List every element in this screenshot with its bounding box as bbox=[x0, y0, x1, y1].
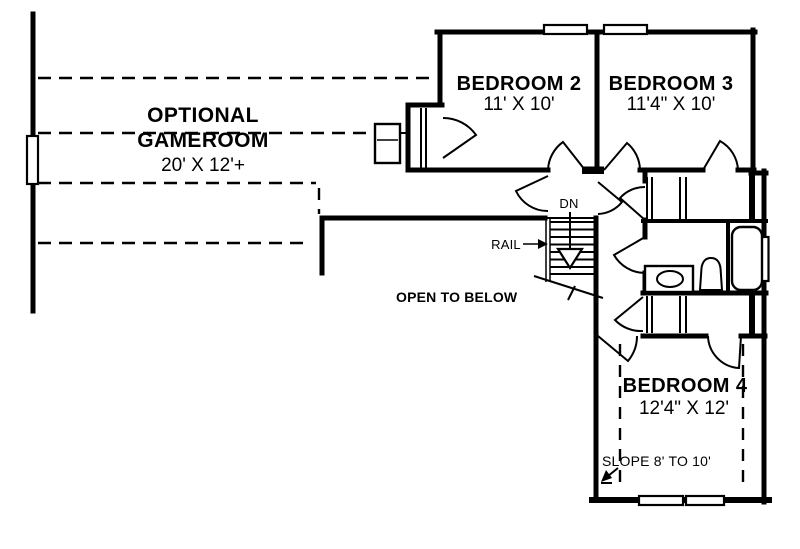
window-gameroom bbox=[25, 134, 40, 186]
wall-rail bbox=[319, 215, 548, 276]
labels: OPTIONAL GAMEROOM 20' X 12'+ BEDROOM 2 1… bbox=[137, 73, 748, 469]
bedroom3-dims: 11'4" X 10' bbox=[627, 94, 716, 115]
door-arc-hall bbox=[597, 181, 624, 215]
window-bed2 bbox=[542, 23, 589, 36]
stair-break-tick bbox=[567, 285, 576, 301]
wall-bed2-closet bbox=[405, 102, 445, 173]
slope-label: SLOPE 8' TO 10' bbox=[602, 453, 711, 469]
door-arc-bath bbox=[612, 236, 646, 274]
toilet bbox=[698, 256, 724, 291]
door-arc-bed4-entry bbox=[597, 335, 639, 363]
rail-label: RAIL bbox=[491, 237, 521, 252]
door-arc-bed3-closet bbox=[702, 139, 739, 171]
chimney-chase bbox=[373, 122, 408, 165]
windows bbox=[25, 23, 770, 507]
staircase bbox=[533, 212, 604, 301]
rail-arrow-head bbox=[538, 239, 548, 249]
door-arc-bed2-closet bbox=[442, 116, 478, 159]
bedroom4-label: BEDROOM 4 bbox=[623, 375, 748, 397]
bed4-slope-dashes bbox=[618, 344, 745, 486]
door-swings bbox=[442, 116, 742, 370]
window-bed4-b bbox=[684, 494, 726, 507]
door-arc-linen-lower bbox=[613, 296, 644, 333]
window-bed3 bbox=[602, 23, 649, 36]
sink bbox=[656, 270, 684, 288]
rail-callout bbox=[523, 239, 548, 249]
stairs-dn-label: DN bbox=[559, 196, 578, 211]
bathroom-fixtures bbox=[643, 225, 764, 294]
walls bbox=[30, 11, 772, 505]
stair-break-line bbox=[533, 275, 604, 299]
slope-arrow bbox=[601, 467, 619, 484]
bedroom2-dims: 11' X 10' bbox=[483, 94, 554, 115]
slope-arrow-shaft bbox=[607, 467, 619, 477]
window-bed4-a bbox=[637, 494, 685, 507]
gameroom-dims: 20' X 12'+ bbox=[161, 155, 245, 176]
door-arc-linen-upper bbox=[618, 185, 646, 221]
bedroom4-dims: 12'4" X 12' bbox=[639, 398, 729, 419]
door-arc-bed3-entry bbox=[603, 141, 641, 171]
down-arrow-head bbox=[556, 247, 584, 271]
door-arc-stair-top bbox=[514, 175, 549, 213]
gameroom-label-line1: OPTIONAL bbox=[147, 104, 259, 127]
chase-box bbox=[373, 122, 402, 165]
bedroom3-label: BEDROOM 3 bbox=[609, 73, 734, 95]
open-to-below-label: OPEN TO BELOW bbox=[396, 289, 518, 305]
bathtub bbox=[730, 225, 764, 292]
gameroom-label-line2: GAMEROOM bbox=[137, 129, 269, 152]
slope-arrow-head bbox=[601, 470, 612, 482]
wall-divider-foot bbox=[582, 166, 604, 174]
hall-closet-shelves bbox=[646, 177, 687, 333]
gameroom-dashed-outline bbox=[38, 76, 437, 245]
door-arc-bed4-closet bbox=[707, 335, 742, 370]
door-arc-bed2-entry bbox=[547, 140, 586, 171]
bedroom2-label: BEDROOM 2 bbox=[457, 73, 582, 95]
bed2-closet-shelves bbox=[420, 108, 427, 168]
